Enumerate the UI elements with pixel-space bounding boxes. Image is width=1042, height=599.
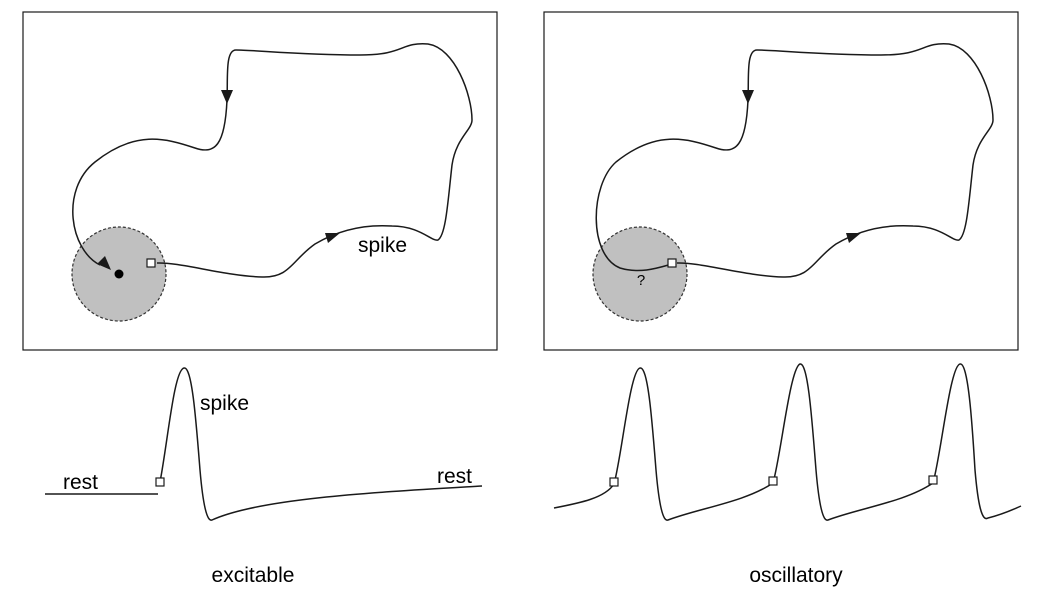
left-phase-frame bbox=[22, 11, 498, 351]
left-trajectory bbox=[72, 43, 473, 278]
excitable-caption: excitable bbox=[212, 564, 295, 587]
right-region-question-label: ? bbox=[637, 272, 645, 289]
left-threshold-marker bbox=[146, 258, 156, 268]
right-threshold-marker bbox=[667, 258, 677, 268]
left-trajectory-spike-label: spike bbox=[358, 234, 407, 257]
right-phase-frame bbox=[543, 11, 1019, 351]
left-trace-rest-label: rest bbox=[63, 471, 98, 494]
oscillatory-voltage-trace bbox=[553, 363, 1022, 521]
right-arrow-spike bbox=[846, 233, 861, 243]
right-spike-train bbox=[553, 363, 1022, 521]
left-arrow-return bbox=[221, 90, 233, 104]
left-arrow-spike bbox=[325, 233, 340, 243]
right-trace-marker-1 bbox=[609, 477, 619, 487]
right-unknown-region bbox=[592, 226, 688, 322]
oscillatory-caption: oscillatory bbox=[749, 564, 843, 587]
right-trace-marker-2 bbox=[768, 476, 778, 486]
right-trace-marker-3 bbox=[928, 475, 938, 485]
left-trace-threshold-marker bbox=[155, 477, 165, 487]
oscillatory-phase-portrait: ? bbox=[543, 11, 1019, 351]
excitable-phase-portrait: spike bbox=[22, 11, 498, 351]
right-end-rest-label: rest bbox=[437, 465, 472, 488]
left-spike-trace bbox=[159, 367, 483, 521]
left-arrow-rest bbox=[97, 256, 111, 270]
right-arrow-return bbox=[742, 90, 754, 104]
excitable-voltage-trace: spike rest rest bbox=[45, 367, 483, 521]
left-trace-spike-label: spike bbox=[200, 392, 249, 415]
left-rest-fixed-point bbox=[114, 269, 124, 279]
